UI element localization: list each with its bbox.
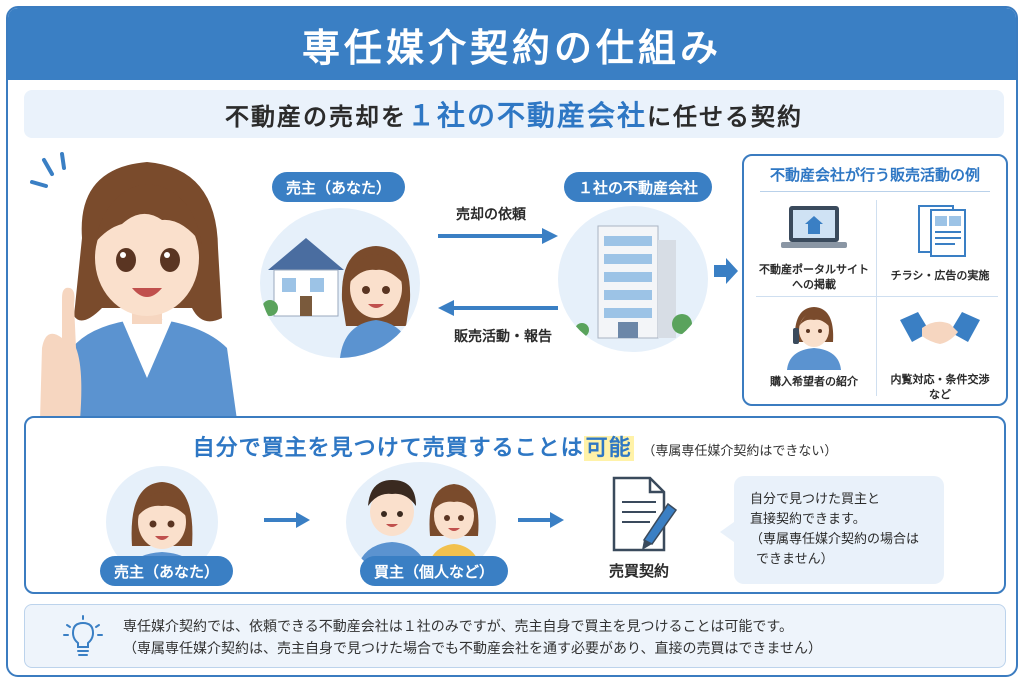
- activity-item-portal: 不動産ポータルサイト への掲載: [754, 202, 874, 292]
- contract-label: 売買契約: [609, 562, 670, 580]
- buyer-label-pill: 買主（個人など）: [360, 556, 509, 586]
- activity-label: への掲載: [792, 278, 836, 291]
- self-seller-label-pill: 売主（あなた）: [100, 556, 234, 586]
- possible-highlight: 可能: [583, 436, 634, 461]
- self-seller-circle: [106, 466, 218, 578]
- activity-label: 購入希望者の紹介: [770, 375, 858, 388]
- sales-activities-title: 不動産会社が行う販売活動の例: [744, 164, 1006, 192]
- self-found-buyer-section: 自分で買主を見つけて売買することは可能 （専属専任媒介契約はできない） 売主（あ…: [24, 416, 1006, 594]
- activity-label: チラシ・広告の実施: [890, 269, 990, 282]
- activity-label: など: [929, 388, 951, 401]
- seller-house-illustration: [262, 238, 412, 358]
- activity-item-viewing-negotiation: 内覧対応・条件交渉 など: [880, 306, 1000, 402]
- seller-to-buyer-arrow: [264, 512, 310, 528]
- buyer-to-contract-arrow: [518, 512, 564, 528]
- subtitle-pre: 不動産の売却を: [224, 102, 407, 131]
- page-title: 専任媒介契約の仕組み: [8, 8, 1016, 80]
- bubble-line: 自分で見つけた買主と: [750, 492, 881, 507]
- seller-woman-icon: [340, 246, 412, 358]
- flyer-icon: [918, 205, 966, 257]
- house-icon: [262, 238, 344, 317]
- laptop-icon: [781, 206, 847, 248]
- subtitle-post: に任せる契約: [647, 102, 803, 131]
- activity-label: 内覧対応・条件交渉: [890, 373, 990, 386]
- seller-label-pill: 売主（あなた）: [272, 172, 406, 202]
- examples-arrow-icon: [714, 258, 738, 284]
- request-arrow-label: 売却の依頼: [456, 207, 526, 223]
- self-found-title-text: 自分で買主を見つけて売買することは: [192, 436, 584, 461]
- handshake-icon: [900, 312, 980, 344]
- bubble-line: （専属専任媒介契約の場合は: [750, 532, 920, 547]
- agency-label-pill: １社の不動産会社: [564, 172, 713, 202]
- office-building-icon: [575, 225, 692, 339]
- footer-note: 専任媒介契約では、依頼できる不動産会社は１社のみですが、売主自身で買主を見つける…: [24, 604, 1006, 668]
- divider: [876, 200, 877, 396]
- seller-circle: [260, 208, 420, 358]
- pen-icon: [642, 502, 678, 550]
- activity-label: 不動産ポータルサイト: [759, 263, 869, 276]
- subtitle-highlight: １社の不動産会社: [406, 99, 647, 132]
- lightbulb-icon: [63, 615, 103, 656]
- subtitle-band: 不動産の売却を １社の不動産会社 に任せる契約: [24, 90, 1004, 138]
- agent-on-phone-icon: [787, 307, 841, 370]
- divider: [756, 296, 998, 297]
- self-found-title: 自分で買主を見つけて売買することは可能 （専属専任媒介契約はできない）: [26, 430, 1004, 462]
- attention-lines-icon: [30, 152, 66, 188]
- infographic-frame: 専任媒介契約の仕組み 不動産の売却を １社の不動産会社 に任せる契約: [6, 6, 1018, 677]
- agency-circle: [558, 206, 708, 352]
- report-arrow-label: 販売活動・報告: [454, 329, 552, 345]
- buyer-couple-icon: [354, 480, 484, 582]
- footer-line: （専属専任媒介契約は、売主自身で見つけた場合でも不動産会社を通す必要があり、直接…: [123, 641, 823, 657]
- report-arrow: [438, 300, 558, 316]
- direct-contract-speech-bubble: 自分で見つけた買主と 直接契約できます。 （専属専任媒介契約の場合は できません…: [720, 476, 944, 584]
- contract-document-icon: [612, 476, 678, 552]
- footer-text: 専任媒介契約では、依頼できる不動産会社は１社のみですが、売主自身で買主を見つける…: [123, 616, 822, 660]
- bubble-line: 直接契約できます。: [750, 512, 866, 527]
- request-arrow: [438, 228, 558, 244]
- activity-item-flyer: チラシ・広告の実施: [880, 202, 1000, 283]
- footer-line: 専任媒介契約では、依頼できる不動産会社は１社のみですが、売主自身で買主を見つける…: [123, 619, 794, 635]
- sales-activities-panel: 不動産会社が行う販売活動の例 不動産ポータルサイト への掲載: [742, 154, 1008, 406]
- exclusive-note: （専属専任媒介契約はできない）: [642, 444, 838, 459]
- activity-item-introduce-buyers: 購入希望者の紹介: [754, 302, 874, 389]
- presenter-woman-illustration: [30, 152, 237, 420]
- bubble-line: できません）: [756, 552, 834, 567]
